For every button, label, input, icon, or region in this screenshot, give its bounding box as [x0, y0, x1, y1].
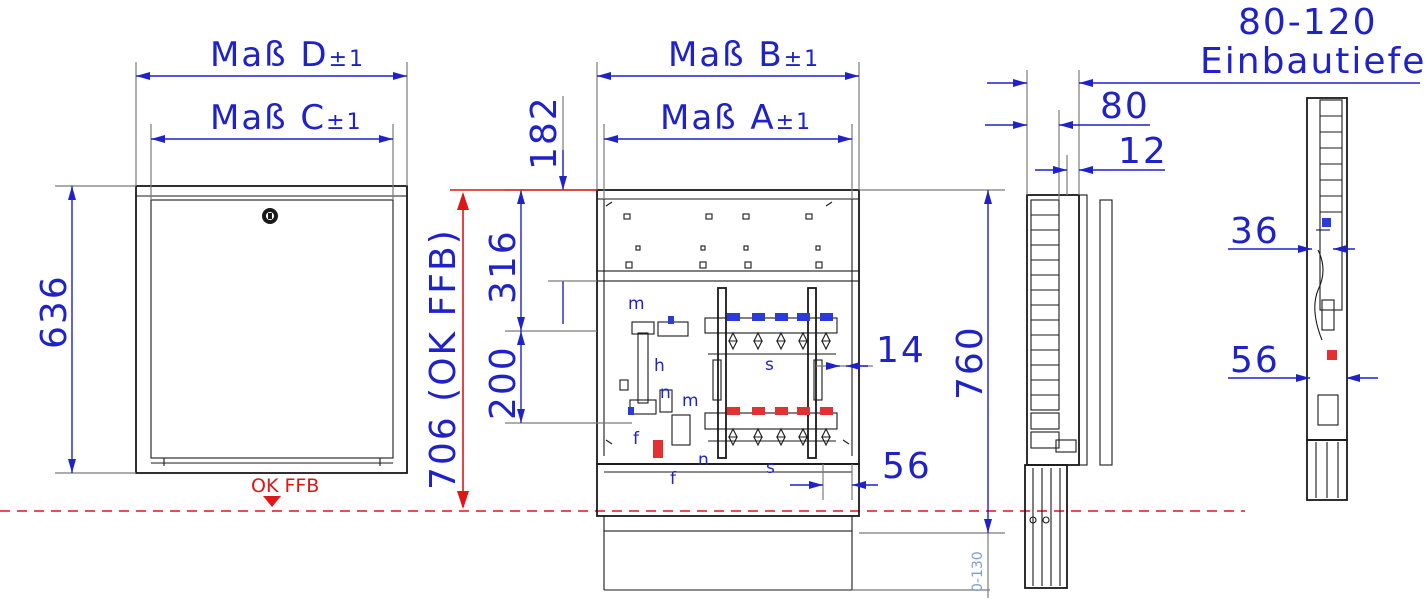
label-m-top: m: [628, 294, 645, 314]
dim-182-label: 182: [524, 95, 565, 170]
label-n-upper: n: [660, 383, 671, 403]
label-n-lower: n: [698, 450, 709, 470]
floor-label: OK FFB: [251, 475, 319, 497]
label-m-lower: m: [682, 391, 699, 411]
front-view: Maß D±1 Maß C±1 636: [34, 35, 408, 474]
dim-c-label: Maß C: [210, 98, 326, 138]
side-view: 80-120 Einbautiefe 80 12: [985, 2, 1426, 589]
dim-d-label: Maß D: [210, 35, 329, 75]
lock-icon: [262, 208, 278, 224]
adjust-range-label: 0-130: [970, 551, 986, 592]
label-f-lower: f: [670, 469, 677, 489]
blue-valve-caps: [727, 313, 833, 321]
dim-a-tolerance: ±1: [776, 110, 812, 135]
dim-316-label: 316: [483, 229, 524, 304]
height-636-label: 636: [34, 274, 75, 349]
dim-14-label: 14: [876, 330, 926, 371]
dim-80-label: 80: [1100, 86, 1150, 127]
depth-range-label: 80-120: [1238, 2, 1378, 43]
mounting-slots: [605, 201, 850, 445]
svg-text:Maß D±1: Maß D±1: [210, 35, 365, 75]
label-h: h: [654, 356, 665, 376]
dim-b-tolerance: ±1: [784, 47, 820, 72]
label-s-lower: s: [766, 458, 775, 478]
dim-36-label: 36: [1230, 211, 1280, 252]
dim-b-label: Maß B: [668, 35, 784, 75]
dim-d-tolerance: ±1: [329, 47, 365, 72]
dim-12-label: 12: [1118, 131, 1168, 172]
dim-c-tolerance: ±1: [326, 110, 362, 135]
label-f-upper: f: [633, 429, 640, 449]
svg-text:Maß B±1: Maß B±1: [668, 35, 820, 75]
manifold: [619, 287, 838, 459]
floor-triangle-icon: [263, 496, 281, 507]
label-s-upper: s: [765, 355, 774, 375]
depth-text-label: Einbautiefe: [1200, 41, 1426, 82]
dim-a-label: Maß A: [660, 98, 776, 138]
far-side-view: 36 56: [1228, 97, 1378, 501]
dim-56-lower-label: 56: [882, 446, 932, 487]
dim-760-label: 760: [950, 325, 991, 400]
dim-706-label: 706 (OK FFB): [423, 228, 464, 490]
red-valve-caps: [727, 407, 833, 415]
svg-text:Maß C±1: Maß C±1: [210, 98, 363, 138]
floor-line: OK FFB: [0, 475, 1245, 512]
dim-56-side-label: 56: [1230, 340, 1280, 381]
open-view: m h n m f n f s s Maß B±1 Maß A±1 182 31…: [423, 35, 1005, 598]
svg-text:Maß A±1: Maß A±1: [660, 98, 812, 138]
dim-200-label: 200: [483, 345, 524, 420]
